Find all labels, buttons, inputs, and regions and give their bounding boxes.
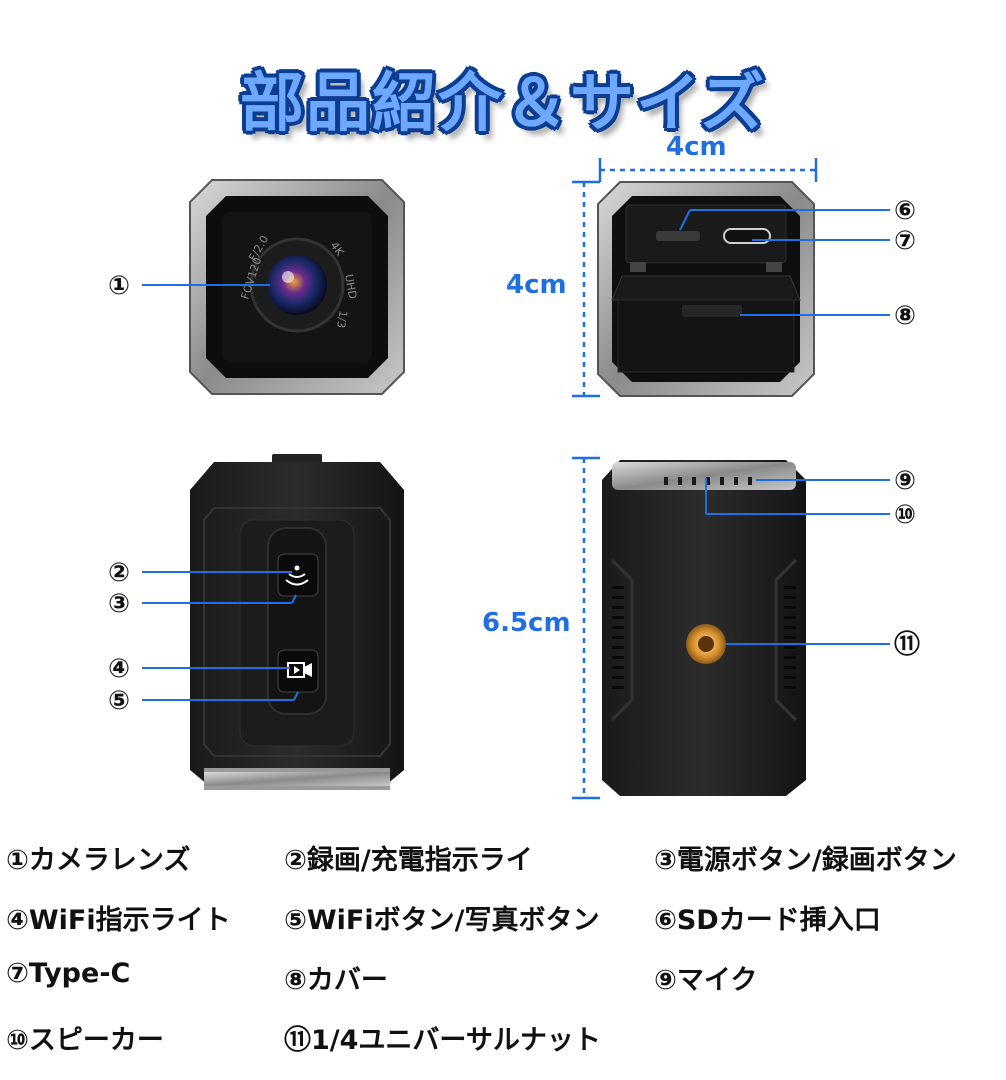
- legend-item-6: ⑥SDカード挿入口: [654, 905, 881, 936]
- legend-item-5: ⑤WiFiボタン/写真ボタン: [284, 905, 600, 936]
- callout-9: ⑨: [894, 466, 916, 496]
- callout-5: ⑤: [108, 686, 130, 716]
- lens-sensor-label: 1/3: [334, 309, 350, 329]
- page-title: 部品紹介＆サイズ: [239, 67, 767, 141]
- sd-card-slot: [656, 231, 700, 241]
- legend-item-2: ②録画/充電指示ライ: [284, 845, 533, 876]
- lens-uhd-label: UHD: [342, 273, 359, 300]
- callout-11: ⑪: [894, 629, 920, 660]
- wifi-wave-icon: [285, 579, 309, 586]
- legend-item-11: ⑪1/4ユニバーサルナット: [284, 1025, 601, 1056]
- legend-item-4: ④WiFi指示ライト: [6, 905, 231, 936]
- legend-item-8: ⑧カバー: [284, 965, 388, 996]
- callout-6: ⑥: [894, 196, 916, 226]
- legend-item-10: ⑩スピーカー: [6, 1025, 164, 1056]
- legend-item-7: ⑦Type-C: [6, 958, 131, 989]
- height-dimension-label: 4cm: [506, 270, 567, 300]
- side-height-dimension-label: 6.5cm: [482, 608, 571, 638]
- callout-7: ⑦: [894, 226, 916, 256]
- callout-1: ①: [108, 271, 130, 301]
- callout-10: ⑩: [894, 500, 916, 530]
- callout-3: ③: [108, 589, 130, 619]
- camera-lens: [267, 255, 327, 315]
- side-view-nut: [602, 460, 806, 796]
- dimension-lines: [572, 158, 818, 800]
- legend-item-9: ⑨マイク: [654, 965, 758, 996]
- callout-lines: [142, 209, 890, 701]
- side-view-buttons: [190, 454, 404, 790]
- power-record-button: [277, 553, 319, 597]
- callout-8: ⑧: [894, 301, 916, 331]
- back-view: [597, 181, 815, 397]
- callout-4: ④: [108, 654, 130, 684]
- width-dimension-label: 4cm: [666, 132, 727, 162]
- front-view: FOV120 F/2.0 4K UHD 1/3: [189, 179, 405, 395]
- callout-2: ②: [108, 558, 130, 588]
- speaker-vents: [612, 586, 796, 689]
- legend-item-3: ③電源ボタン/録画ボタン: [654, 845, 957, 876]
- legend-item-1: ①カメラレンズ: [6, 845, 191, 876]
